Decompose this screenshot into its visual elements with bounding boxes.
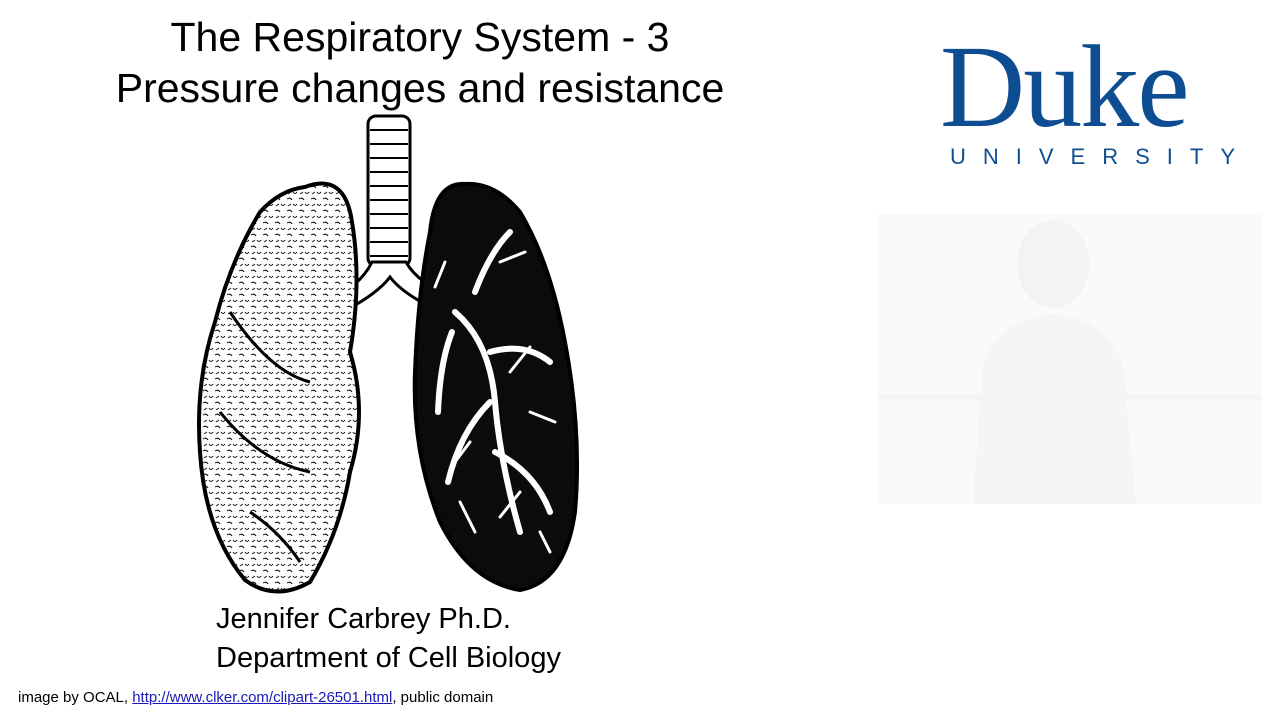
author-info: Jennifer Carbrey Ph.D. Department of Cel…: [216, 600, 561, 678]
duke-university-logo: Duke UNIVERSITY: [940, 21, 1260, 169]
presenter-silhouette-icon: [878, 214, 1262, 504]
title-line-1: The Respiratory System - 3: [170, 14, 670, 60]
credit-prefix: image by OCAL,: [18, 689, 133, 706]
logo-wordmark: Duke: [940, 21, 1190, 152]
lungs-illustration-icon: [197, 114, 580, 594]
right-lung: [412, 181, 580, 593]
title-line-2: Pressure changes and resistance: [115, 65, 725, 111]
left-lung: [197, 181, 361, 594]
faded-presenter-video-overlay: [878, 214, 1262, 504]
logo-subtitle: UNIVERSITY: [950, 144, 1253, 169]
credit-link[interactable]: http://www.clker.com/clipart-26501.html: [132, 689, 393, 706]
image-credit: image by OCAL, http://www.clker.com/clip…: [18, 688, 493, 708]
author-department: Department of Cell Biology: [216, 642, 561, 674]
slide-title: The Respiratory System - 3 Pressure chan…: [60, 12, 780, 114]
author-name: Jennifer Carbrey Ph.D.: [216, 603, 511, 635]
credit-suffix: , public domain: [392, 689, 494, 706]
